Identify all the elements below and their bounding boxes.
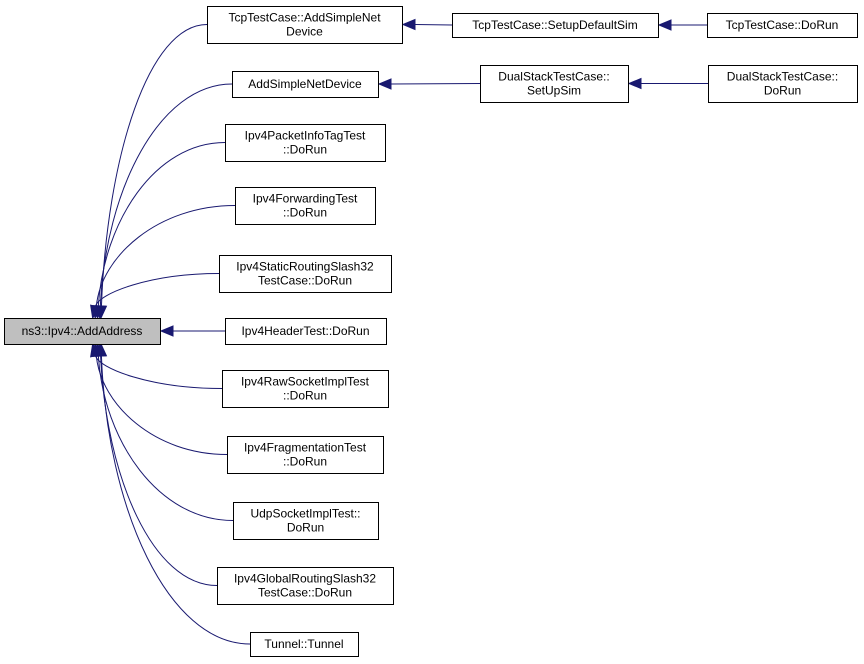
node-label-line: DualStackTestCase:: <box>727 70 838 84</box>
node-tcp-setup[interactable]: TcpTestCase::SetupDefaultSim <box>452 13 659 38</box>
node-box <box>222 370 389 408</box>
node-label-line: ::DoRun <box>283 206 327 220</box>
node-label-line: TestCase::DoRun <box>258 586 352 600</box>
node-box <box>225 124 386 162</box>
node-box <box>708 65 858 103</box>
node-box <box>235 187 376 225</box>
node-label-line: Tunnel::Tunnel <box>264 637 343 651</box>
edge-tcp-dorun-to-tcp-setup <box>657 19 707 31</box>
edge-line <box>100 355 218 586</box>
node-root[interactable]: ns3::Ipv4::AddAddress <box>4 318 161 345</box>
edge-line <box>97 355 234 521</box>
edge-line <box>100 24 208 307</box>
node-dual-dorun[interactable]: DualStackTestCase::DoRun <box>708 65 858 103</box>
edge-line <box>414 24 453 26</box>
arrow-head-icon <box>90 304 102 320</box>
edge-pkt-info-to-root <box>92 142 226 320</box>
node-box <box>480 65 629 103</box>
node-label-line: AddSimpleNetDevice <box>248 77 362 91</box>
node-label-line: ns3::Ipv4::AddAddress <box>22 324 143 338</box>
node-udp[interactable]: UdpSocketImplTest::DoRun <box>233 502 379 540</box>
edge-line <box>95 205 236 307</box>
nodes-layer: ns3::Ipv4::AddAddress TcpTestCase::AddSim… <box>4 6 858 657</box>
node-box <box>207 6 403 44</box>
edge-raw-to-root <box>90 342 223 389</box>
arrow-head-icon <box>401 18 416 31</box>
arrow-head-icon <box>627 77 642 90</box>
edge-line <box>95 273 220 307</box>
node-label-line: Ipv4StaticRoutingSlash32 <box>236 260 374 274</box>
node-box <box>232 71 379 98</box>
edge-tcp-setup-to-tcp-add <box>401 18 453 31</box>
arrow-head-icon <box>377 78 392 90</box>
node-tunnel[interactable]: Tunnel::Tunnel <box>250 632 359 657</box>
node-label-line: TcpTestCase::DoRun <box>726 18 839 32</box>
node-box <box>4 318 161 345</box>
node-label-line: Ipv4PacketInfoTagTest <box>245 129 366 143</box>
node-box <box>219 255 392 293</box>
node-label-line: TcpTestCase::AddSimpleNet <box>228 11 381 25</box>
arrow-head-icon <box>657 19 672 31</box>
edge-line <box>99 83 233 307</box>
node-box <box>227 436 384 474</box>
node-fwd[interactable]: Ipv4ForwardingTest::DoRun <box>235 187 376 225</box>
node-label-line: Device <box>286 25 323 39</box>
node-tcp-add[interactable]: TcpTestCase::AddSimpleNetDevice <box>207 6 403 44</box>
edge-dual-dorun-to-dual-setup <box>627 77 708 90</box>
node-label-line: DoRun <box>287 521 324 535</box>
node-label-line: Ipv4RawSocketImplTest <box>241 375 370 389</box>
node-label-line: DualStackTestCase:: <box>498 70 609 84</box>
node-tcp-dorun[interactable]: TcpTestCase::DoRun <box>707 13 858 38</box>
node-box <box>250 632 359 657</box>
node-dual-setup[interactable]: DualStackTestCase::SetUpSim <box>480 65 629 103</box>
edge-global32-to-root <box>94 342 218 586</box>
node-box <box>225 318 387 345</box>
node-label-line: TestCase::DoRun <box>258 274 352 288</box>
node-label-line: Ipv4HeaderTest::DoRun <box>241 324 369 338</box>
arrow-head-icon <box>159 325 174 337</box>
edge-tunnel-to-root <box>95 342 251 645</box>
node-label-line: Ipv4FragmentationTest <box>244 441 367 455</box>
edge-dual-setup-to-addsimple <box>377 78 481 90</box>
node-label-line: SetUpSim <box>527 84 581 98</box>
edge-line <box>100 355 251 645</box>
edges-layer <box>90 18 708 645</box>
edge-header-to-root <box>159 325 225 337</box>
node-label-line: Ipv4ForwardingTest <box>253 192 358 206</box>
node-addsimple[interactable]: AddSimpleNetDevice <box>232 71 379 98</box>
edge-line <box>95 355 223 389</box>
edge-static32-to-root <box>90 273 220 320</box>
node-frag[interactable]: Ipv4FragmentationTest::DoRun <box>227 436 384 474</box>
node-box <box>707 13 858 38</box>
edge-frag-to-root <box>90 342 228 455</box>
node-header[interactable]: Ipv4HeaderTest::DoRun <box>225 318 387 345</box>
node-label-line: Ipv4GlobalRoutingSlash32 <box>234 572 376 586</box>
node-raw[interactable]: Ipv4RawSocketImplTest::DoRun <box>222 370 389 408</box>
node-label-line: ::DoRun <box>283 389 327 403</box>
edge-line <box>97 142 226 307</box>
edge-tcp-add-to-root <box>95 24 208 320</box>
arrow-head-icon <box>95 342 108 357</box>
node-label-line: UdpSocketImplTest:: <box>250 507 360 521</box>
node-label-line: ::DoRun <box>283 143 327 157</box>
node-label-line: TcpTestCase::SetupDefaultSim <box>472 18 637 32</box>
node-pkt-info[interactable]: Ipv4PacketInfoTagTest::DoRun <box>225 124 386 162</box>
edge-addsimple-to-root <box>94 83 233 320</box>
node-label-line: ::DoRun <box>283 455 327 469</box>
edge-line <box>390 83 481 85</box>
node-box <box>233 502 379 540</box>
node-box <box>452 13 659 38</box>
node-label-line: DoRun <box>764 84 801 98</box>
node-box <box>217 567 394 605</box>
